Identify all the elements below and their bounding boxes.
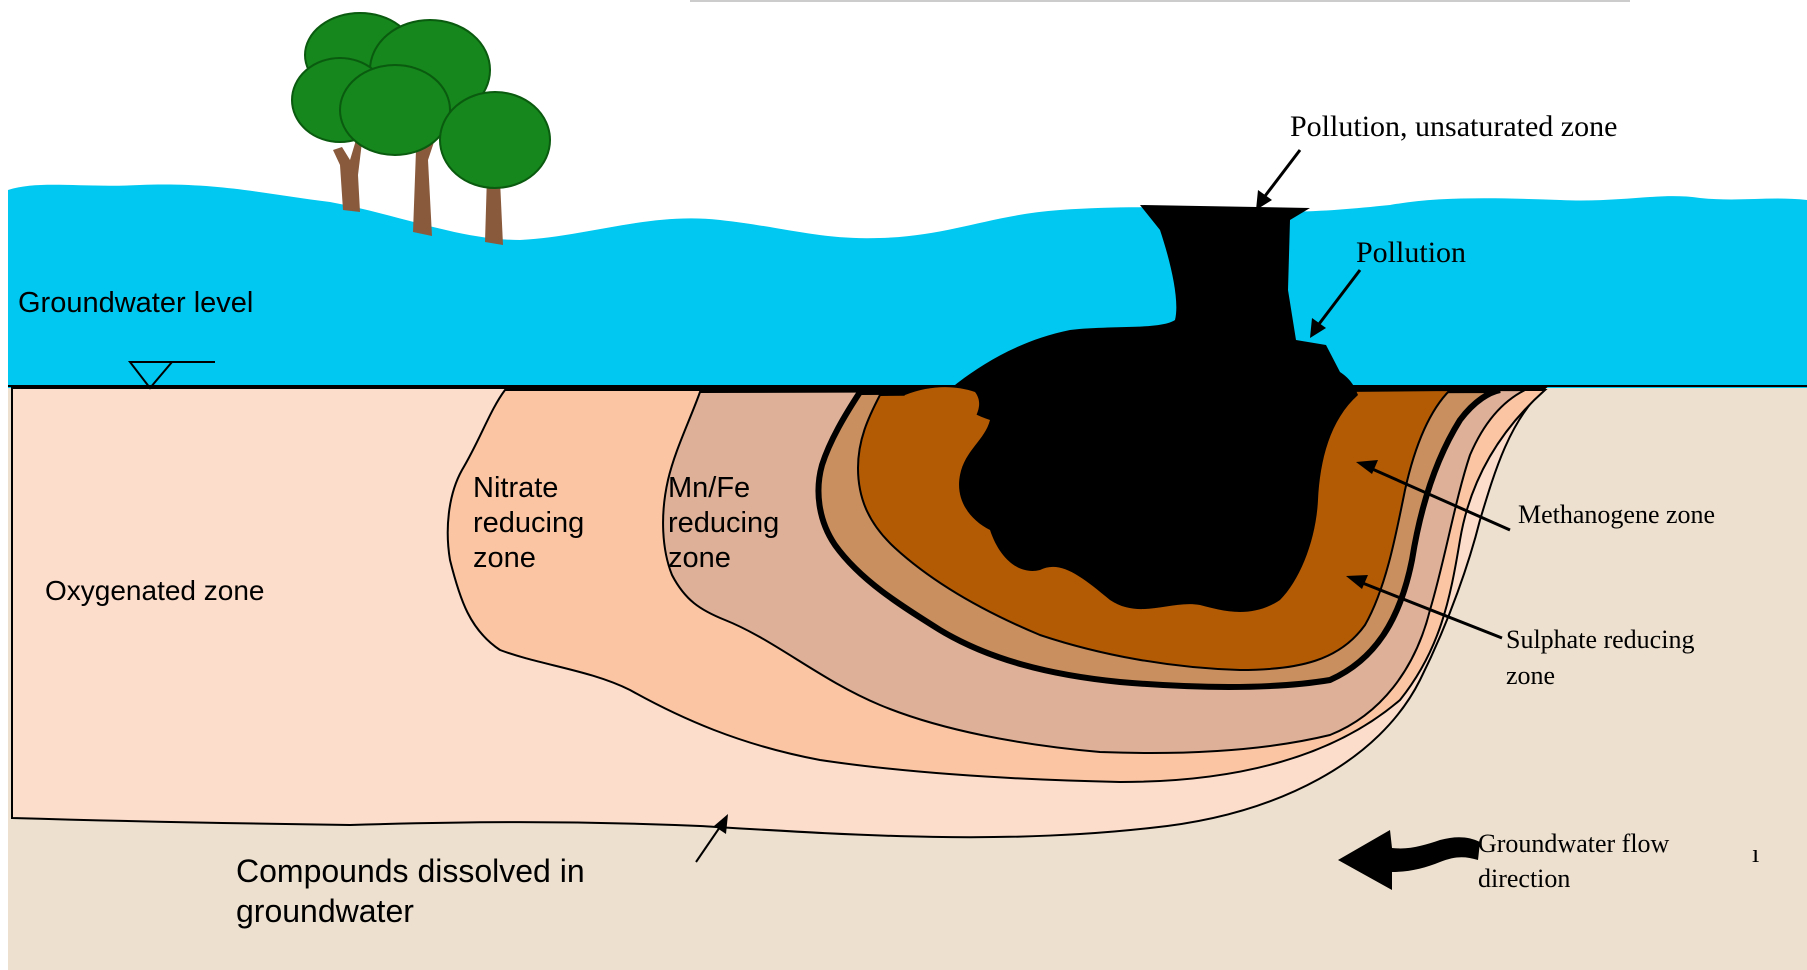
- label-compounds-dissolved-2: groundwater: [236, 893, 414, 929]
- label-groundwater-level: Groundwater level: [18, 287, 253, 319]
- label-pollution-unsaturated: Pollution, unsaturated zone: [1290, 110, 1617, 143]
- label-compounds-dissolved-1: Compounds dissolved in: [236, 853, 585, 889]
- label-sulphate-zone-1: Sulphate reducing: [1506, 625, 1694, 654]
- label-mnfe-zone-1: Mn/Fe: [668, 472, 750, 504]
- label-groundwater-flow-2: direction: [1478, 864, 1570, 893]
- label-sulphate-zone-2: zone: [1506, 661, 1555, 690]
- label-mnfe-zone-2: reducing: [668, 507, 779, 539]
- label-oxygenated-zone: Oxygenated zone: [45, 575, 265, 606]
- label-methanogene-zone: Methanogene zone: [1518, 500, 1715, 529]
- label-groundwater-flow-1: Groundwater flow: [1478, 829, 1670, 858]
- label-mnfe-zone-3: zone: [668, 542, 731, 574]
- label-nitrate-zone-3: zone: [473, 542, 536, 574]
- stray-mark: ı: [1752, 839, 1759, 868]
- label-nitrate-zone-1: Nitrate: [473, 472, 558, 504]
- label-pollution: Pollution: [1356, 236, 1466, 269]
- pollution-unsaturated-arrow: [1256, 150, 1300, 210]
- label-nitrate-zone-2: reducing: [473, 507, 584, 539]
- unsaturated-zone: [8, 185, 1807, 388]
